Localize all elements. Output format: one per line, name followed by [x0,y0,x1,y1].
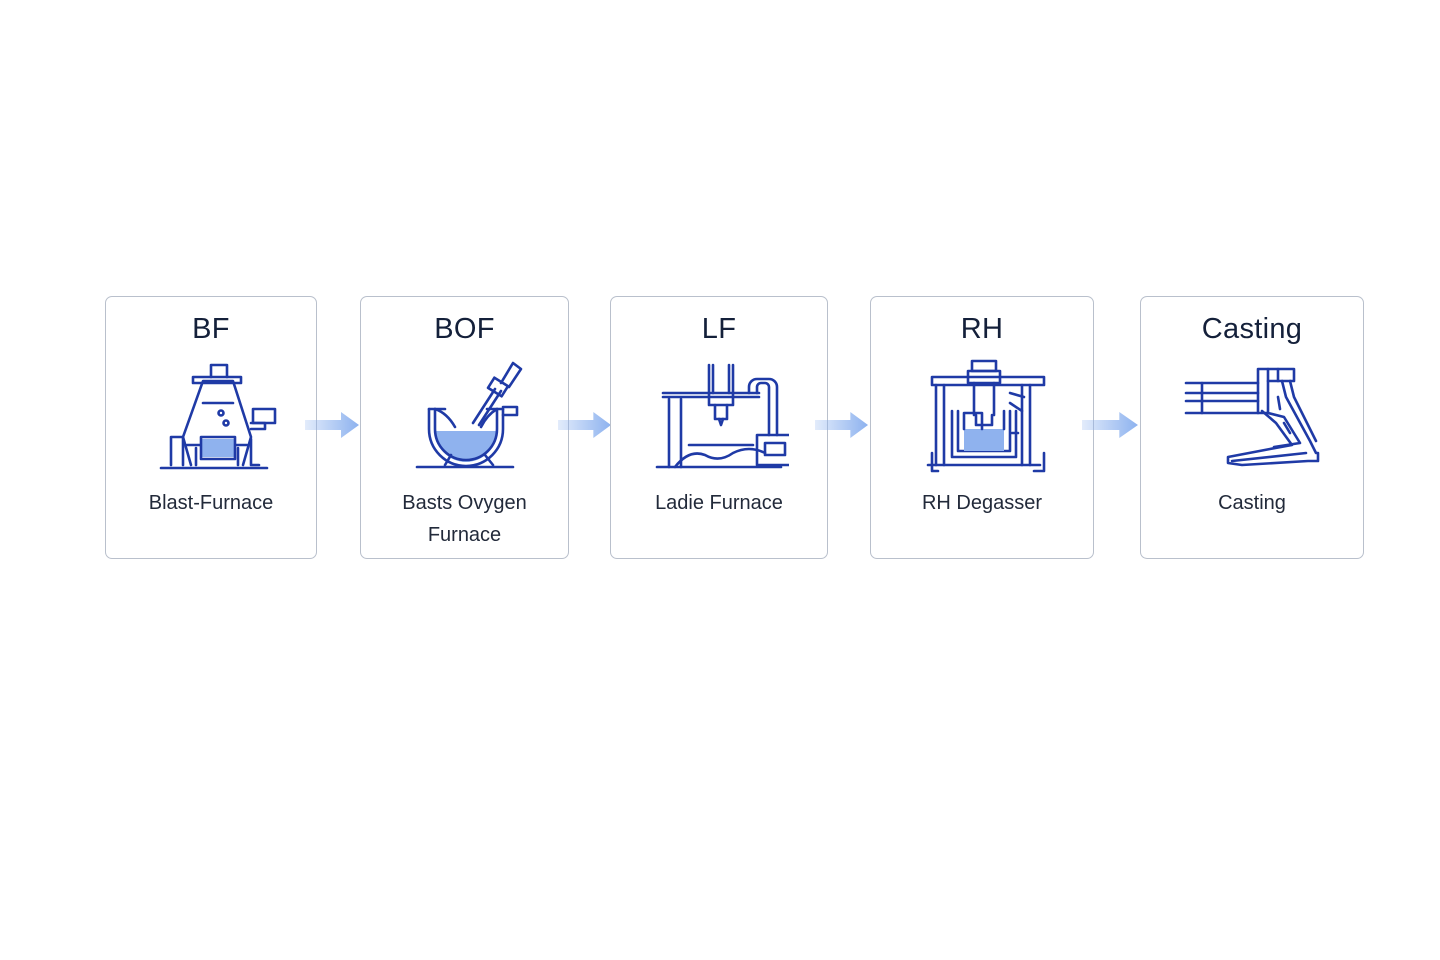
step-card-bof: BOF Basts Ovygen Furnace [360,296,569,559]
step-title: Casting [1201,313,1303,345]
step-label: Basts Ovygen Furnace [402,492,527,546]
step-card-bf: BF Blast-Furnace [105,296,317,559]
blast-furnace-icon [141,353,281,473]
step-label: Blast-Furnace [148,492,274,514]
rh-degasser-icon [912,353,1052,473]
continuous-caster-icon [1182,353,1322,473]
step-title: BF [192,313,230,345]
step-title: BOF [434,313,495,345]
step-label: Ladie Furnace [655,492,783,514]
step-label: Casting [1218,492,1286,514]
flow-arrow [305,411,360,439]
oxygen-converter-icon [395,353,535,473]
step-card-rh: RH RH Dega [870,296,1094,559]
ladle-furnace-icon [649,353,789,473]
flow-arrow [1082,411,1139,439]
step-title: RH [960,313,1004,345]
step-title: LF [701,313,737,345]
flow-arrow [558,411,612,439]
flow-arrow [815,411,869,439]
step-card-casting: Casting Casting [1140,296,1364,559]
step-label: RH Degasser [921,492,1043,514]
step-card-lf: LF Ladie Furnace [610,296,828,559]
